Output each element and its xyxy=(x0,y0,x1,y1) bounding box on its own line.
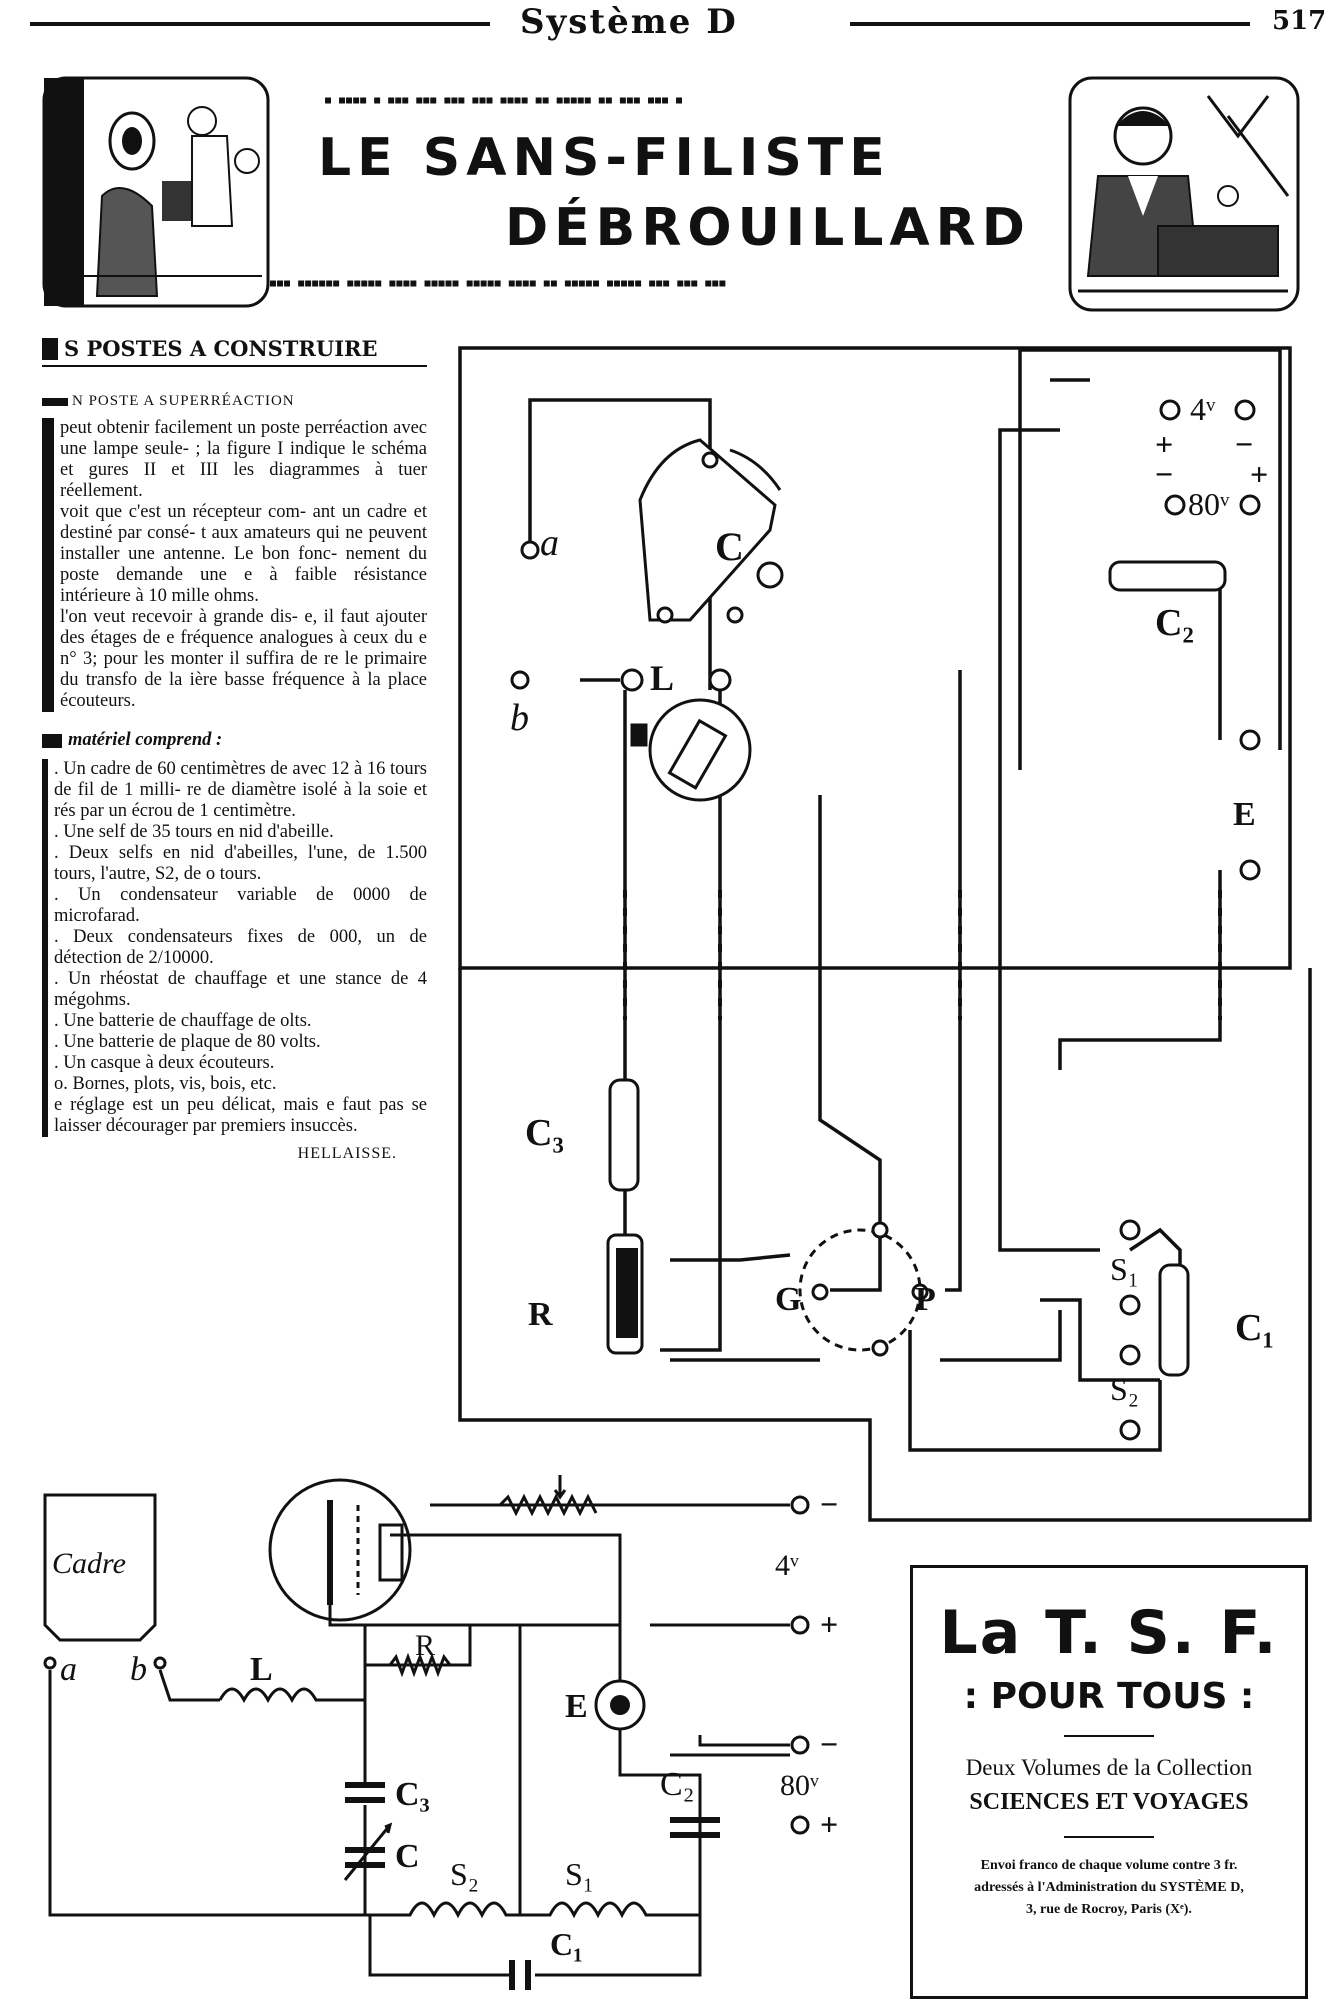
schem-label-plus-4: + xyxy=(820,1606,838,1642)
condenser-c2 xyxy=(1108,560,1227,592)
advert-line2: SCIENCES ET VOYAGES xyxy=(969,1789,1249,1815)
schem-label-v4: 4ᵛ xyxy=(775,1549,799,1582)
list-item: . Un casque à deux écouteurs. xyxy=(54,1053,275,1073)
materials-heading: matériel comprend : xyxy=(68,730,223,750)
closing-paragraph: e réglage est un peu délicat, mais e fau… xyxy=(54,1095,427,1136)
schem-label-a: a xyxy=(60,1651,77,1688)
advert-note2: adressés à l'Administration du SYSTÈME D… xyxy=(974,1880,1244,1895)
list-item: . Un cadre de 60 centimètres de avec 12 … xyxy=(54,759,427,821)
header-rule-left xyxy=(30,22,490,26)
header-rule-right xyxy=(850,22,1250,26)
label-c: C xyxy=(715,524,744,569)
advert-divider-2 xyxy=(1064,1836,1154,1838)
article-author: HELLAISSE. xyxy=(297,1145,397,1162)
schem-label-r: R xyxy=(415,1629,435,1662)
advert-line1: Deux Volumes de la Collection xyxy=(965,1755,1253,1780)
valve-socket xyxy=(798,1221,929,1357)
header-title: Système D xyxy=(520,2,738,42)
schem-label-cadre: Cadre xyxy=(52,1547,126,1580)
subtitle-row: N POSTE A SUPERRÉACTION xyxy=(42,393,427,410)
label-plus-80: + xyxy=(1250,456,1268,492)
schem-label-c3: C₃ xyxy=(395,1776,430,1813)
label-l: L xyxy=(650,658,674,698)
paragraph: l'on veut recevoir à grande dis- e, il f… xyxy=(60,607,427,711)
schem-label-plus-80: + xyxy=(820,1806,838,1842)
schem-label-c: C xyxy=(395,1838,420,1875)
list-item: . Une batterie de chauffage de olts. xyxy=(54,1011,312,1031)
schem-label-l: L xyxy=(250,1651,273,1688)
materials-list: . Un cadre de 60 centimètres de avec 12 … xyxy=(42,759,427,1137)
advert-note1: Envoi franco de chaque volume contre 3 f… xyxy=(980,1858,1238,1873)
label-minus-4: − xyxy=(1235,426,1253,462)
label-v4: 4ᵛ xyxy=(1190,391,1216,427)
banner-illustration-right xyxy=(1068,76,1300,312)
article-subtitle: N POSTE A SUPERRÉACTION xyxy=(72,393,295,409)
article-body: peut obtenir facilement un poste perréac… xyxy=(42,418,427,712)
schem-label-s2: S₂ xyxy=(450,1856,479,1892)
banner-dots-bottom: ■■■ ■■■■■■ ■■■■■ ■■■■ ■■■■■ ■■■■■ ■■■■ ■… xyxy=(270,278,727,289)
label-r: R xyxy=(528,1296,553,1333)
label-p: P xyxy=(915,1281,936,1318)
schem-label-s1: S₁ xyxy=(565,1856,594,1892)
label-v80: 80ᵛ xyxy=(1188,486,1230,522)
schem-label-minus-4: − xyxy=(820,1486,838,1522)
schem-label-minus-80: − xyxy=(820,1726,838,1762)
label-c2: C₂ xyxy=(1155,602,1194,644)
label-a: a xyxy=(540,522,559,564)
label-c1: C₁ xyxy=(1235,1307,1274,1349)
banner-line1: LE SANS-FILISTE xyxy=(318,128,891,188)
schem-label-c1: C₁ xyxy=(550,1926,583,1962)
list-item: . Un condensateur variable de 0000 de mi… xyxy=(54,885,427,926)
section-title-row: S POSTES A CONSTRUIRE xyxy=(42,336,427,367)
label-s1: S₁ xyxy=(1110,1251,1139,1287)
label-plus-4: + xyxy=(1155,426,1173,462)
advert-subtitle: : POUR TOUS : xyxy=(963,1676,1255,1717)
label-minus-80: − xyxy=(1155,456,1173,492)
advert-title: La T. S. F. xyxy=(939,1598,1279,1668)
list-item: . Un rhéostat de chauffage et une stance… xyxy=(54,969,427,1010)
label-g: G xyxy=(775,1281,801,1318)
materials-heading-row: matériel comprend : xyxy=(42,730,427,751)
list-item: . Deux condensateurs fixes de 000, un de… xyxy=(54,927,427,968)
paragraph: voit que c'est un récepteur com- ant un … xyxy=(60,502,427,606)
advert-divider-1 xyxy=(1064,1735,1154,1737)
list-item: . Deux selfs en nid d'abeilles, l'une, d… xyxy=(54,843,427,884)
page-number: 517 xyxy=(1272,6,1327,36)
advert-note3: 3, rue de Rocroy, Paris (Xᵉ). xyxy=(1026,1902,1192,1917)
paragraph: peut obtenir facilement un poste perréac… xyxy=(60,418,427,501)
banner-dots-top: ■ ■■■■ ■ ■■■ ■■■ ■■■ ■■■ ■■■■ ■■ ■■■■■ ■… xyxy=(325,95,684,106)
schem-label-c2: C₂ xyxy=(660,1766,695,1803)
list-item: . Une batterie de plaque de 80 volts. xyxy=(54,1032,321,1052)
subtitle-marker xyxy=(42,397,68,406)
label-s2: S₂ xyxy=(1110,1371,1139,1407)
lower-board xyxy=(458,968,1312,1522)
condenser-c1 xyxy=(1158,1263,1190,1377)
wiring-diagram: a b L C 4ᵛ + − − + 80ᵛ C₂ E C₃ R G P S₁ … xyxy=(458,346,1312,1522)
list-item: . Une self de 35 tours en nid d'abeille. xyxy=(54,822,334,842)
schem-label-v80: 80ᵛ xyxy=(780,1769,819,1802)
label-e: E xyxy=(1233,796,1256,833)
article-column: S POSTES A CONSTRUIRE N POSTE A SUPERRÉA… xyxy=(42,336,427,1163)
label-b: b xyxy=(510,697,529,739)
section-marker xyxy=(42,337,58,360)
advert-box: La T. S. F. : POUR TOUS : Deux Volumes d… xyxy=(910,1565,1308,1999)
schematic-diagram: Cadre a b L C₃ C R E C₂ S₂ S₁ C₁ − 4ᵛ + … xyxy=(43,1475,838,1990)
banner-line2: DÉBROUILLARD xyxy=(505,198,1031,258)
schem-label-b: b xyxy=(130,1651,147,1688)
condenser-c3 xyxy=(608,1078,640,1192)
banner-illustration-left xyxy=(42,76,270,308)
upper-board xyxy=(458,346,1292,970)
section-title: S POSTES A CONSTRUIRE xyxy=(64,336,378,361)
schem-label-e: E xyxy=(565,1688,588,1725)
rheostat xyxy=(630,698,752,802)
list-item: o. Bornes, plots, vis, bois, etc. xyxy=(54,1074,277,1094)
materials-marker xyxy=(42,733,62,748)
label-c3: C₃ xyxy=(525,1112,564,1154)
variable-condenser-c xyxy=(638,438,784,624)
